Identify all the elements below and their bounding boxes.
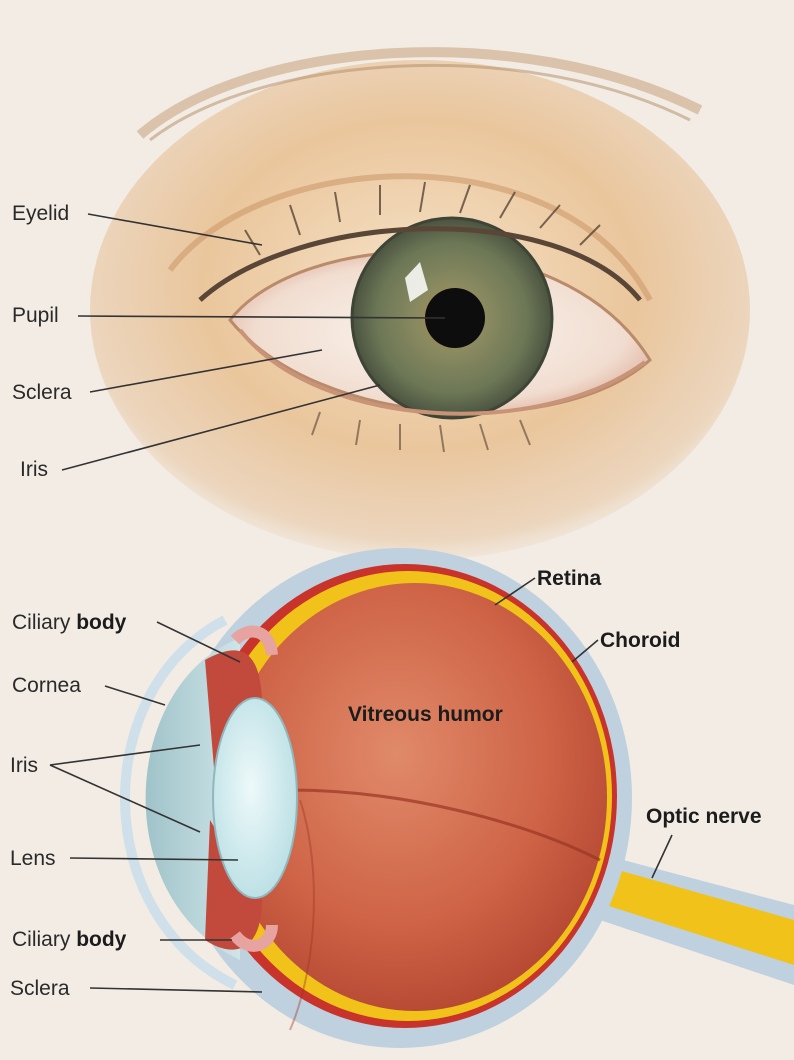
external-eye — [90, 52, 750, 560]
label-sclera-top: Sclera — [12, 382, 72, 403]
label-ciliary-body-bottom-bold: body — [76, 928, 126, 951]
eye-cross-section — [125, 548, 794, 1048]
label-ciliary-body-bottom-light: Ciliary — [12, 928, 70, 951]
label-vitreous-humor: Vitreous humor — [348, 704, 503, 725]
label-iris-top: Iris — [20, 459, 48, 480]
label-cornea: Cornea — [12, 675, 81, 696]
label-choroid: Choroid — [600, 630, 680, 651]
lens-shape — [213, 698, 297, 898]
label-ciliary-body-top-bold: body — [76, 611, 126, 634]
label-ciliary-body-bottom: Ciliary body — [12, 929, 126, 950]
label-pupil: Pupil — [12, 305, 59, 326]
label-iris-section: Iris — [10, 755, 38, 776]
label-optic-nerve: Optic nerve — [646, 806, 762, 827]
label-lens: Lens — [10, 848, 56, 869]
label-sclera-section: Sclera — [10, 978, 70, 999]
label-retina: Retina — [537, 568, 601, 589]
label-eyelid: Eyelid — [12, 203, 69, 224]
label-ciliary-body-top-light: Ciliary — [12, 611, 70, 634]
label-ciliary-body-top: Ciliary body — [12, 612, 126, 633]
